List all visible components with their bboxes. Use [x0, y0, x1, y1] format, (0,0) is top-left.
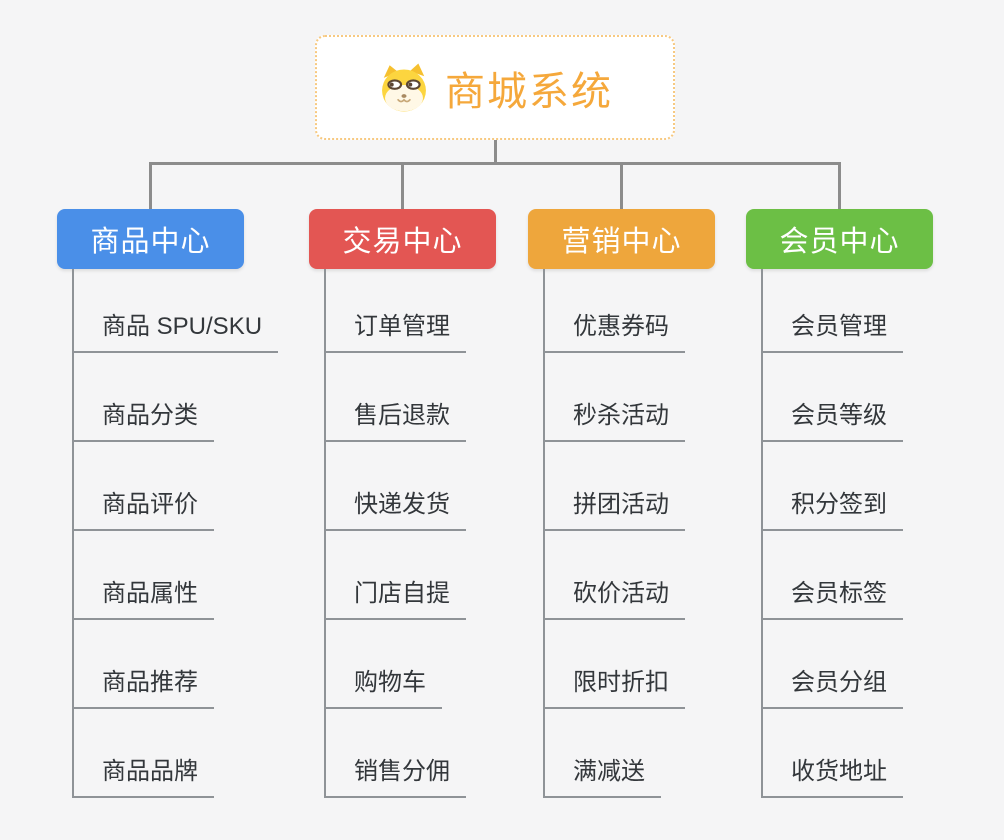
leaf-node[interactable]: 商品 SPU/SKU [72, 310, 279, 353]
branch-node-marketing-center[interactable]: 营销中心 [528, 209, 715, 269]
leaf-node[interactable]: 商品分类 [72, 399, 214, 442]
leaf-node[interactable]: 商品属性 [72, 577, 214, 620]
leaf-node[interactable]: 拼团活动 [543, 488, 685, 531]
branch-node-member-center[interactable]: 会员中心 [746, 209, 933, 269]
leaf-node[interactable]: 砍价活动 [543, 577, 685, 620]
leaf-node[interactable]: 会员管理 [761, 310, 903, 353]
connector-horizontal [149, 162, 841, 165]
leaf-node[interactable]: 收货地址 [761, 755, 903, 798]
connector-drop-1 [149, 162, 152, 210]
leaf-node[interactable]: 门店自提 [324, 577, 466, 620]
connector-drop-4 [838, 162, 841, 210]
leaf-node[interactable]: 销售分佣 [324, 755, 466, 798]
branch-spine-3 [543, 269, 545, 798]
leaf-node[interactable]: 优惠券码 [543, 310, 685, 353]
branch-label: 营销中心 [561, 226, 682, 258]
leaf-node[interactable]: 满减送 [543, 755, 661, 798]
connector-root-stub [494, 140, 497, 163]
branch-node-trade-center[interactable]: 交易中心 [309, 209, 496, 269]
root-node[interactable]: 商城系统 [315, 35, 675, 140]
leaf-node[interactable]: 售后退款 [324, 399, 466, 442]
leaf-node[interactable]: 购物车 [324, 666, 442, 709]
dog-face-icon [377, 63, 431, 113]
branch-spine-2 [324, 269, 326, 798]
leaf-node[interactable]: 会员标签 [761, 577, 903, 620]
leaf-node[interactable]: 商品评价 [72, 488, 214, 531]
branch-spine-1 [72, 269, 74, 798]
leaf-node[interactable]: 会员分组 [761, 666, 903, 709]
branch-node-product-center[interactable]: 商品中心 [57, 209, 244, 269]
leaf-node[interactable]: 快递发货 [324, 488, 466, 531]
leaf-node[interactable]: 商品品牌 [72, 755, 214, 798]
leaf-node[interactable]: 限时折扣 [543, 666, 685, 709]
leaf-node[interactable]: 会员等级 [761, 399, 903, 442]
connector-drop-2 [401, 162, 404, 210]
leaf-node[interactable]: 订单管理 [324, 310, 466, 353]
leaf-node[interactable]: 积分签到 [761, 488, 903, 531]
leaf-node[interactable]: 商品推荐 [72, 666, 214, 709]
root-title: 商城系统 [445, 69, 613, 114]
connector-drop-3 [620, 162, 623, 210]
leaf-node[interactable]: 秒杀活动 [543, 399, 685, 442]
branch-label: 交易中心 [342, 226, 463, 258]
branch-spine-4 [761, 269, 763, 798]
branch-label: 会员中心 [779, 226, 900, 258]
branch-label: 商品中心 [90, 226, 211, 258]
